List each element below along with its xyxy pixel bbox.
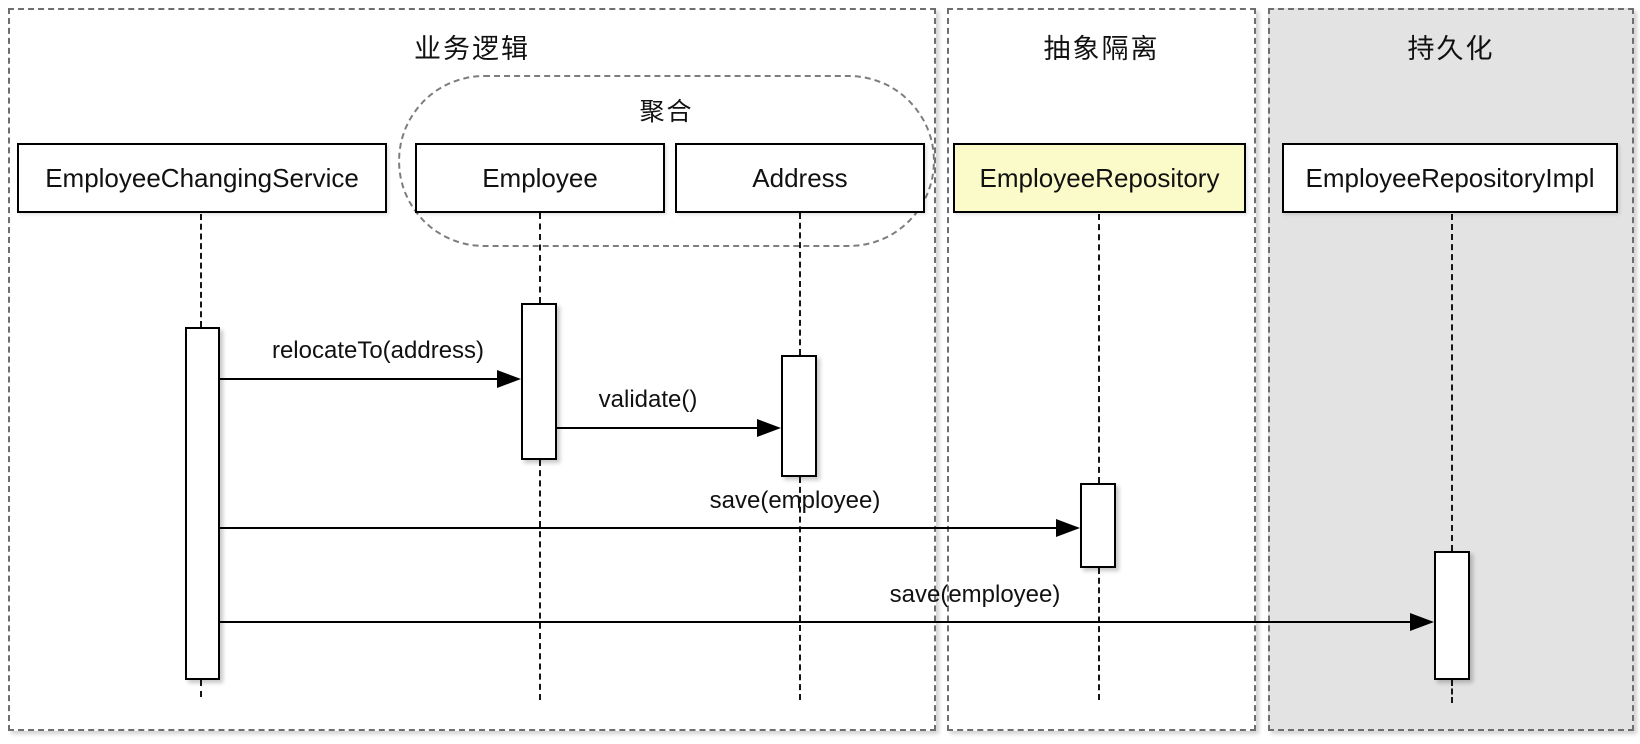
message-label-save-repository: save(employee) [709,487,881,514]
lifeline-employee-repository-impl [1451,214,1453,551]
activation-bar-employee [521,303,557,460]
frame-business-logic-title: 业务逻辑 [414,34,530,64]
participant-label: EmployeeRepositoryImpl [1305,162,1595,193]
activation-bar-employee-repository [1080,483,1116,568]
lifeline-employee-changing-service [200,680,202,697]
participant-employee-repository: EmployeeRepository [953,143,1246,213]
frame-abstraction-isolation: 抽象隔离 [947,8,1256,731]
frame-persistence-title: 持久化 [1407,34,1495,64]
arrowhead-icon [497,370,521,388]
participant-label: EmployeeRepository [979,162,1220,193]
aggregate-group-label: 聚合 [639,98,694,126]
lifeline-address [799,477,801,700]
arrow-shaft [557,427,761,429]
participant-employee: Employee [415,143,665,213]
frame-abstraction-isolation-title: 抽象隔离 [1043,34,1160,64]
lifeline-employee-repository [1098,214,1100,483]
activation-bar-address [781,355,817,477]
arrow-shaft [220,621,1414,623]
participant-label: Address [752,162,848,193]
arrow-shaft [220,378,501,380]
participant-label: EmployeeChangingService [45,162,359,193]
message-label-relocate-to: relocateTo(address) [271,337,485,364]
participant-address: Address [675,143,925,213]
participant-label: Employee [482,162,598,193]
arrowhead-icon [1410,613,1434,631]
participant-employee-repository-impl: EmployeeRepositoryImpl [1282,143,1618,213]
lifeline-employee-changing-service [200,214,202,327]
message-label-validate: validate() [598,386,698,413]
aggregate-group-boundary: 聚合 [398,75,935,247]
lifeline-employee [539,460,541,700]
message-label-save-repository-impl: save(employee) [889,581,1061,608]
lifeline-employee [539,213,541,303]
lifeline-employee-repository [1098,568,1100,700]
arrowhead-icon [1056,519,1080,537]
activation-bar-employee-repository-impl [1434,551,1470,680]
activation-bar-employee-changing-service [185,327,220,680]
lifeline-address [799,213,801,355]
participant-employee-changing-service: EmployeeChangingService [17,143,387,213]
arrow-shaft [220,527,1060,529]
arrowhead-icon [757,419,781,437]
lifeline-employee-repository-impl [1451,680,1453,703]
